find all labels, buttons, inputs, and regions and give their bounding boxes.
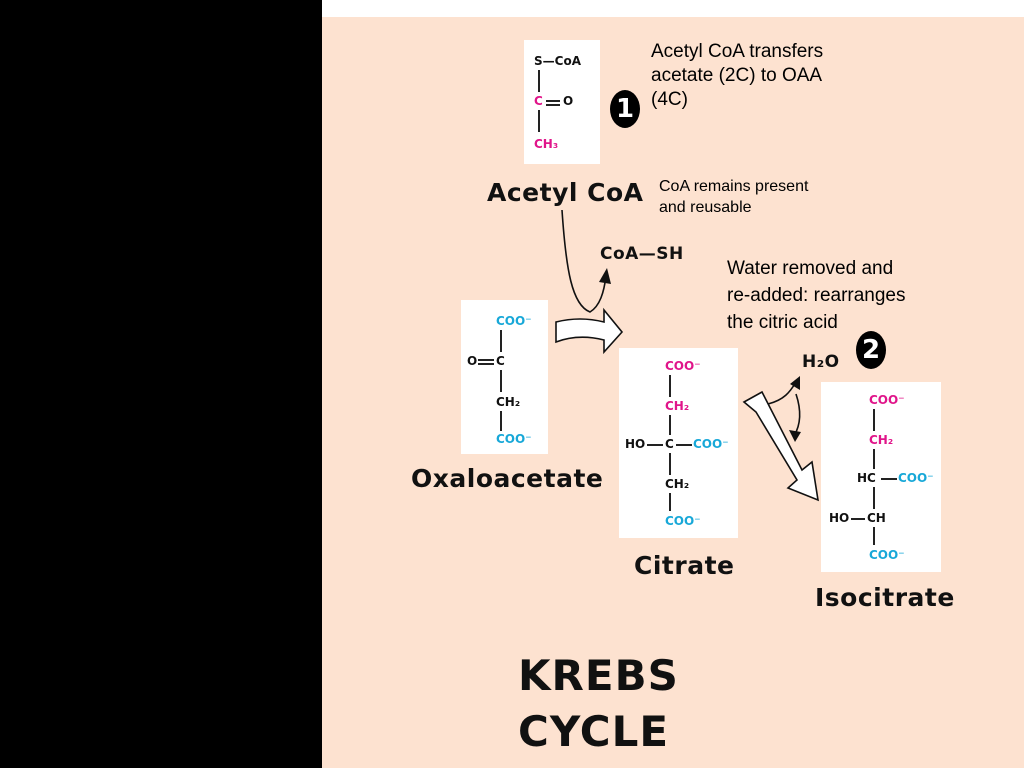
step2-note-line: Water removed and [727, 258, 894, 279]
double-bond [546, 104, 560, 106]
step2-note: Water removed and re-added: rearranges t… [727, 255, 906, 336]
slide-title: KREBS CYCLE [518, 648, 679, 760]
bond [881, 478, 897, 480]
acetyl-oxygen: O [563, 94, 574, 108]
bond [500, 411, 502, 431]
isocitrate-ch2: CH₂ [869, 433, 894, 447]
citrate-coo-bottom: COO⁻ [665, 514, 701, 528]
bond [676, 444, 692, 446]
isocitrate-hc: HC [857, 471, 876, 485]
citrate-ch2-bottom: CH₂ [665, 477, 690, 491]
water-in-arrowhead [789, 430, 801, 442]
isocitrate-coo-top: COO⁻ [869, 393, 905, 407]
oaa-coo-bottom: COO⁻ [496, 432, 532, 446]
water-out-arrowhead [790, 376, 800, 390]
double-bond [546, 100, 560, 102]
oaa-ch2: CH₂ [496, 395, 521, 409]
acetyl-coa-label: Acetyl CoA [487, 178, 644, 207]
water-in-arrow [793, 393, 801, 437]
double-bond [478, 363, 494, 365]
coa-note-line: and reusable [659, 199, 752, 216]
step-badge-2: 2 [856, 331, 886, 369]
bond [500, 370, 502, 392]
bond [669, 453, 671, 475]
step2-note-line: re-added: rearranges [727, 285, 906, 306]
top-white-strip [322, 0, 1024, 17]
bond [873, 487, 875, 509]
citrate-structure: COO⁻ CH₂ HO C COO⁻ CH₂ COO⁻ [619, 348, 738, 538]
isocitrate-structure: COO⁻ CH₂ HC COO⁻ HO CH COO⁻ [821, 382, 941, 572]
oaa-carbon: C [496, 354, 505, 368]
coa-release-arrowhead [599, 268, 611, 284]
bond [500, 330, 502, 352]
citrate-label: Citrate [634, 551, 735, 580]
acetyl-carbon: C [534, 94, 543, 108]
bond [873, 527, 875, 545]
step1-note-line: acetate (2C) to OAA [651, 65, 823, 86]
isocitrate-ch: CH [867, 511, 886, 525]
step2-note-line: the citric acid [727, 312, 838, 333]
citrate-coo-top: COO⁻ [665, 359, 701, 373]
oxaloacetate-label: Oxaloacetate [411, 464, 604, 493]
citrate-hydroxyl: HO [625, 437, 646, 451]
bond [669, 493, 671, 511]
acetyl-s-coa: S—CoA [534, 54, 581, 68]
citrate-carbon: C [665, 437, 674, 451]
acetyl-coa-structure: S—CoA C O CH₃ [524, 40, 600, 164]
water-label: H₂O [802, 352, 840, 372]
bond [873, 409, 875, 431]
acetyl-methyl: CH₃ [534, 138, 558, 150]
oaa-coo-top: COO⁻ [496, 314, 532, 328]
step1-note-line: Acetyl CoA transfers [651, 41, 824, 62]
step1-note: Acetyl CoA transfers acetate (2C) to OAA… [651, 40, 823, 112]
coa-sh-label: CoA—SH [600, 244, 684, 264]
coa-note: CoA remains present and reusable [659, 176, 808, 218]
bond [538, 70, 540, 92]
left-black-panel [0, 0, 322, 768]
isocitrate-label: Isocitrate [815, 583, 955, 612]
citrate-ch2-top: CH₂ [665, 399, 690, 413]
title-line-cycle: CYCLE [518, 707, 670, 756]
bond [647, 444, 663, 446]
double-bond [478, 359, 494, 361]
water-out-arrow [767, 381, 797, 405]
bond [851, 518, 865, 520]
isocitrate-coo-bottom: COO⁻ [869, 548, 905, 562]
step1-note-line: (4C) [651, 89, 688, 110]
oaa-oxygen: O [467, 354, 478, 368]
isocitrate-coo-mid: COO⁻ [898, 471, 934, 485]
citrate-to-isocitrate-arrow [742, 390, 820, 502]
citrate-coo-mid: COO⁻ [693, 437, 729, 451]
acetyl-methyl-text: CH₃ [534, 137, 559, 151]
bond [669, 415, 671, 435]
coa-note-line: CoA remains present [659, 178, 809, 195]
bond [873, 449, 875, 469]
bond [538, 110, 540, 132]
oaa-to-citrate-arrow [555, 307, 624, 355]
bond [669, 375, 671, 397]
title-line-krebs: KREBS [518, 651, 679, 700]
step-badge-1: 1 [610, 90, 640, 128]
coa-release-arrow [561, 209, 607, 313]
oxaloacetate-structure: COO⁻ O C CH₂ COO⁻ [461, 300, 548, 454]
isocitrate-hydroxyl: HO [829, 511, 850, 525]
